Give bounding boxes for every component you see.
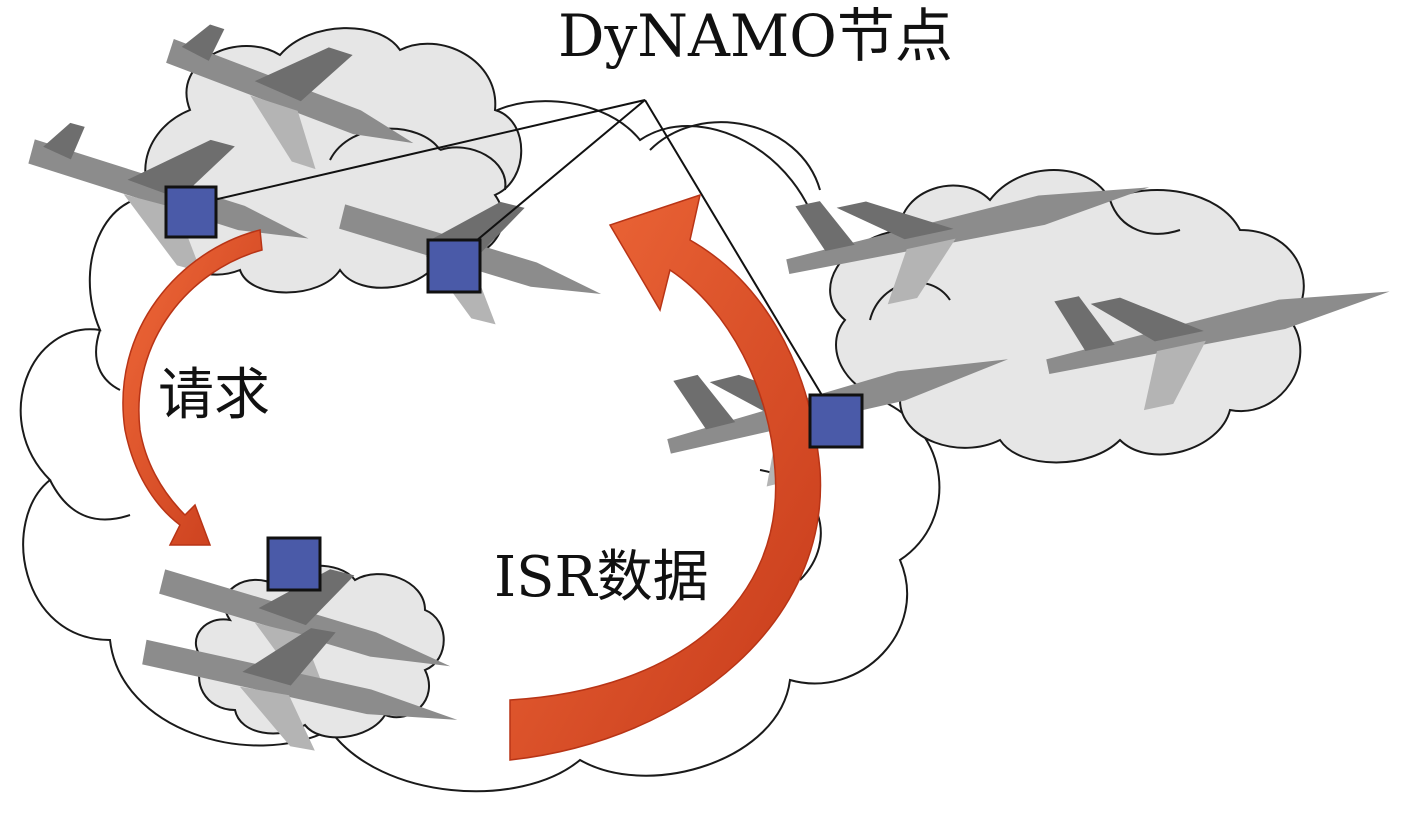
request-arrow-shape [122,229,263,546]
leader-line-node-2 [456,99,646,257]
main-cloud-outline [19,100,941,793]
isr-data-arrow-shape [509,193,822,761]
dynamo-node-2 [426,238,482,294]
top-left-cloud-lobe [439,146,507,191]
request-arrow [122,229,263,546]
request-label: 请求 [158,363,270,428]
node-leader-lines [190,99,833,414]
leader-line-node-1 [190,99,646,209]
fighter-jet-icon [142,628,458,751]
right-cloud-lobe [1109,199,1181,235]
main-cloud-inner-lobe [49,479,131,521]
fighter-jet-icon [786,187,1150,305]
main-cloud-inner-lobe [95,329,121,391]
diagram-title: DyNAMO节点 [558,2,953,70]
leader-line-node-3 [644,99,833,414]
fighter-jet-icon [166,24,414,170]
fighter-jet-icon [1046,291,1390,411]
dynamo-node-3 [808,393,864,449]
isr-data-label: ISR数据 [494,545,709,610]
main-cloud-inner-lobe [649,121,821,191]
jets-bottom [142,569,458,751]
dynamo-node-1 [164,185,218,239]
dynamo-node-4 [266,536,322,592]
dynamo-nodes [164,185,864,592]
isr-data-arrow [509,193,822,761]
